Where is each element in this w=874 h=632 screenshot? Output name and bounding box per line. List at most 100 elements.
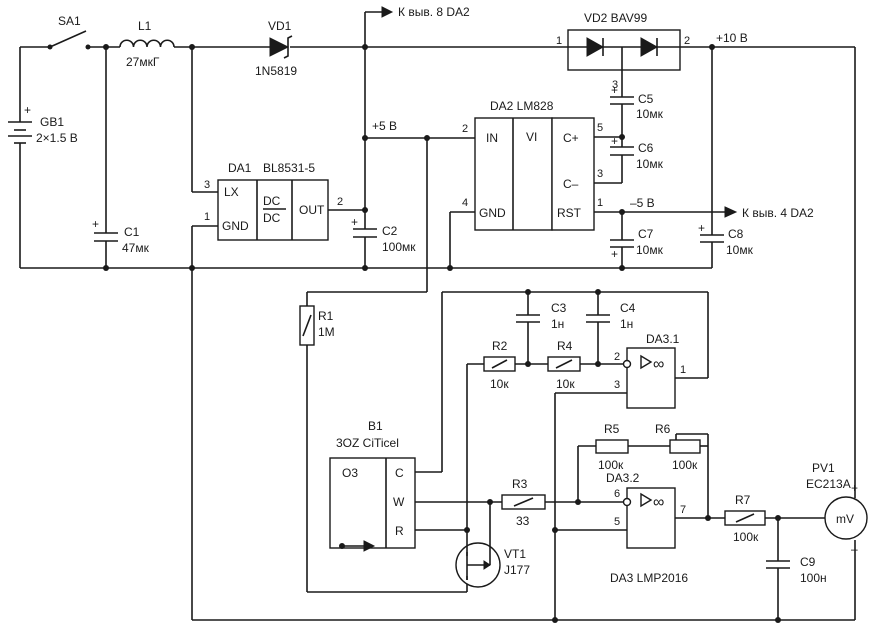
battery-gb1: + GB1 2×1.5 В xyxy=(8,103,78,145)
svg-text:R: R xyxy=(395,524,404,538)
capacitor-c2: + C2 100мк xyxy=(351,215,416,254)
da3-label: DA3 LMP2016 xyxy=(610,571,688,585)
b1-type: 3OZ CiTicel xyxy=(336,436,399,450)
r7-value: 100к xyxy=(733,530,759,544)
capacitor-c8: + C8 10мк xyxy=(698,221,754,257)
r5-value: 100к xyxy=(598,458,624,472)
c8-label: C8 xyxy=(728,227,744,241)
out-right-label: К выв. 4 DA2 xyxy=(742,206,814,220)
vd2-label: VD2 BAV99 xyxy=(584,11,647,25)
gb1-value: 2×1.5 В xyxy=(36,131,78,145)
svg-text:5: 5 xyxy=(597,122,603,134)
svg-text:GND: GND xyxy=(222,219,249,233)
c4-value: 1н xyxy=(620,317,633,331)
r1-label: R1 xyxy=(318,309,334,323)
svg-text:DC: DC xyxy=(263,194,281,208)
opamp-da3-1: ∞ DA3.1 2 3 1 xyxy=(614,332,686,409)
r4-label: R4 xyxy=(557,339,573,353)
capacitor-c1: + C1 47мк xyxy=(92,217,150,255)
minus5-label: –5 В xyxy=(630,196,655,210)
c6-label: C6 xyxy=(638,141,654,155)
da3-2-label: DA3.2 xyxy=(606,471,640,485)
out-top-label: К выв. 8 DA2 xyxy=(398,5,470,19)
resistor-r6: R6 100к xyxy=(655,422,701,472)
l1-label: L1 xyxy=(138,19,152,33)
svg-text:∞: ∞ xyxy=(653,494,664,511)
svg-text:6: 6 xyxy=(614,488,620,500)
sensor-b1: O3 C W R B1 3OZ CiTicel xyxy=(329,419,416,552)
svg-text:C–: C– xyxy=(563,177,579,191)
c9-label: C9 xyxy=(800,555,816,569)
da1-label: DA1 xyxy=(228,161,252,175)
diode-pair-vd2: VD2 BAV99 1 2 3 +10 В xyxy=(556,11,748,91)
svg-text:+: + xyxy=(611,83,618,97)
capacitor-c3: C3 1н xyxy=(516,301,567,331)
resistor-r4: R4 10к xyxy=(547,339,581,391)
svg-text:+: + xyxy=(24,103,31,117)
l1-value: 27мкГ xyxy=(126,55,160,69)
svg-text:+: + xyxy=(851,481,858,495)
svg-text:RST: RST xyxy=(557,206,582,220)
svg-text:+: + xyxy=(611,134,618,148)
plus5-label: +5 В xyxy=(372,119,397,133)
svg-text:5: 5 xyxy=(614,516,620,528)
c1-label: C1 xyxy=(124,225,140,239)
svg-text:DC: DC xyxy=(263,211,281,225)
da1-type: BL8531-5 xyxy=(263,161,315,175)
svg-text:OUT: OUT xyxy=(299,203,325,217)
opamp-da3-2: ∞ DA3.2 6 5 7 xyxy=(606,471,686,549)
svg-text:W: W xyxy=(393,495,405,509)
svg-text:3: 3 xyxy=(612,79,618,91)
r3-value: 33 xyxy=(516,514,530,528)
svg-text:+: + xyxy=(698,221,705,235)
ic-da1: LX GND DC DC OUT DA1 BL8531-5 3 1 2 xyxy=(204,161,343,241)
r6-value: 100к xyxy=(672,458,698,472)
resistor-r5: R5 100к xyxy=(595,422,629,472)
plus10-label: +10 В xyxy=(716,31,748,45)
arrow-to-da2-pin8: К выв. 8 DA2 xyxy=(381,5,470,19)
switch-sa1: SA1 xyxy=(47,14,91,50)
c5-value: 10мк xyxy=(636,107,664,121)
svg-text:7: 7 xyxy=(680,504,686,516)
vd1-label: VD1 xyxy=(268,19,292,33)
r2-value: 10к xyxy=(490,377,509,391)
c8-value: 10мк xyxy=(726,243,754,257)
c7-value: 10мк xyxy=(636,243,664,257)
resistor-r2: R2 10к xyxy=(483,339,516,391)
r5-label: R5 xyxy=(604,422,620,436)
vd1-type: 1N5819 xyxy=(255,64,297,78)
transistor-vt1: VT1 J177 xyxy=(455,530,530,588)
c1-value: 47мк xyxy=(122,241,150,255)
svg-text:∞: ∞ xyxy=(653,356,664,373)
inductor-l1: L1 27мкГ xyxy=(119,19,175,69)
svg-text:O3: O3 xyxy=(342,466,358,480)
c5-label: C5 xyxy=(638,92,654,106)
r4-value: 10к xyxy=(556,377,575,391)
resistor-r7: R7 100к xyxy=(724,493,766,544)
svg-text:C+: C+ xyxy=(563,131,579,145)
svg-text:2: 2 xyxy=(462,123,468,135)
sa1-label: SA1 xyxy=(58,14,81,28)
r6-label: R6 xyxy=(655,422,671,436)
svg-text:+: + xyxy=(611,247,618,261)
svg-text:VI: VI xyxy=(526,130,537,144)
svg-text:2: 2 xyxy=(684,35,690,47)
da2-label: DA2 LM828 xyxy=(490,99,554,113)
capacitor-c4: C4 1н xyxy=(586,301,636,331)
vt1-label: VT1 xyxy=(504,547,526,561)
c4-label: C4 xyxy=(620,301,636,315)
c9-value: 100н xyxy=(800,571,827,585)
svg-text:GND: GND xyxy=(479,206,506,220)
meter-pv1: mV PV1 EC213A + – xyxy=(806,461,868,556)
gb1-label: GB1 xyxy=(40,115,64,129)
junction-dots xyxy=(103,44,781,623)
capacitor-c6: + C6 10мк xyxy=(610,134,664,171)
svg-text:+: + xyxy=(92,217,99,231)
c6-value: 10мк xyxy=(636,157,664,171)
c3-label: C3 xyxy=(551,301,567,315)
pv1-label: PV1 xyxy=(812,461,835,475)
r3-label: R3 xyxy=(512,477,528,491)
c2-value: 100мк xyxy=(382,240,416,254)
svg-text:3: 3 xyxy=(597,168,603,180)
